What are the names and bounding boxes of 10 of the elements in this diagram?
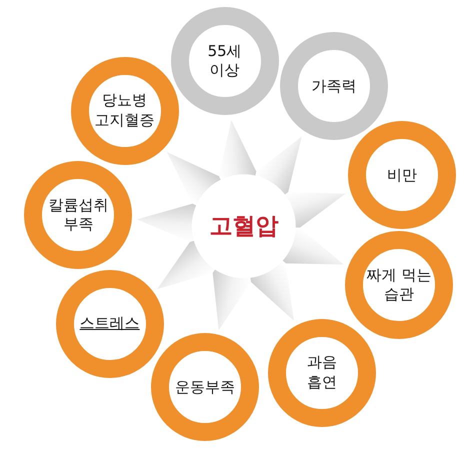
ring-node: 짜게 먹는 습관: [345, 231, 454, 340]
ring-node: 비만: [348, 121, 456, 230]
ring-node: 운동부족: [151, 333, 260, 442]
center-label: 고혈압: [209, 212, 278, 242]
ring-node: 스트레스: [56, 270, 164, 378]
ring-node: 칼륨섭취 부족: [24, 161, 132, 270]
ring-node: 당뇨병 고지혈증: [70, 56, 179, 165]
ring-node: 55세 이상: [170, 7, 279, 116]
ring-node: 과음 흡연: [268, 318, 376, 427]
ring-node: 가족력: [280, 32, 388, 140]
